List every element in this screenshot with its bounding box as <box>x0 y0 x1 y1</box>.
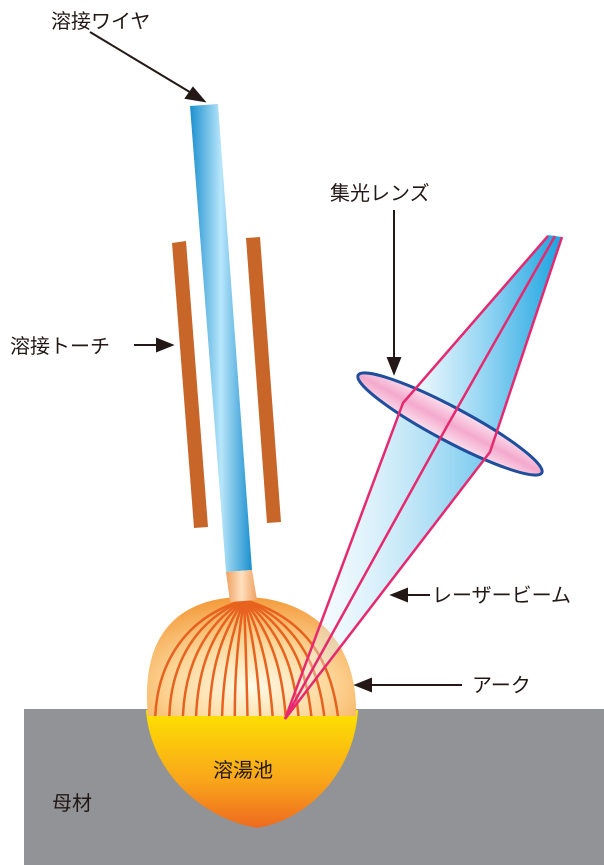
laser-beam-lower <box>286 404 490 717</box>
lens-leader-arrowhead <box>386 357 402 376</box>
torch-right <box>246 237 281 523</box>
arc-lines <box>153 598 342 716</box>
wire-leader-arrowhead <box>184 86 207 103</box>
label-welding-torch: 溶接トーチ <box>10 334 110 358</box>
weld-pool <box>146 710 358 828</box>
leader-arrows <box>89 31 462 693</box>
arc-leader-arrowhead <box>353 677 372 693</box>
torch-left <box>172 241 208 528</box>
laser-leader-arrowhead <box>389 587 408 603</box>
wire-leader <box>89 31 194 95</box>
wire-tip <box>226 570 257 602</box>
label-laser-beam: レーザービーム <box>432 583 571 607</box>
label-welding-wire: 溶接ワイヤ <box>51 9 150 33</box>
laser-lines <box>283 235 564 720</box>
torch-leader-arrowhead <box>156 337 175 353</box>
welding-wire <box>190 104 252 572</box>
label-condenser-lens: 集光レンズ <box>330 181 430 205</box>
label-arc: アーク <box>472 673 531 697</box>
label-base-metal: 母材 <box>52 791 92 815</box>
laser-beam-upper <box>402 235 562 452</box>
label-weld-pool: 溶湯池 <box>213 758 273 782</box>
